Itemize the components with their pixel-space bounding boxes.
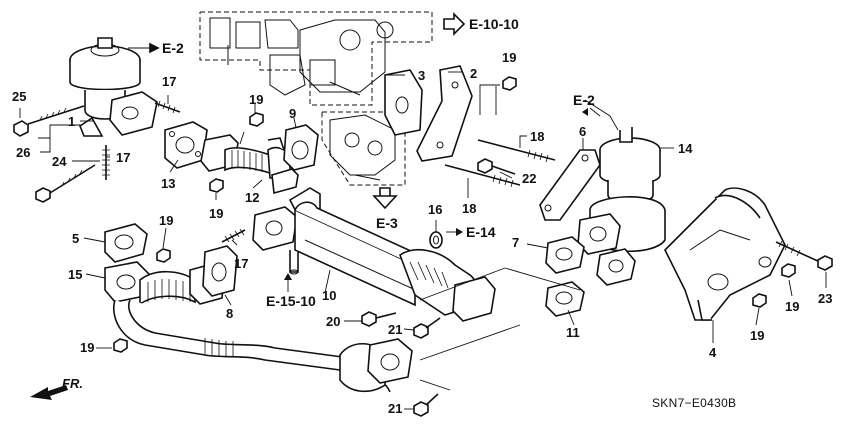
gasket-8 (202, 245, 238, 297)
callout-19-near-12: 19 (249, 92, 263, 107)
callout-12: 12 (245, 190, 259, 205)
callout-numbers: 25 1 26 24 17 17 13 19 19 9 12 3 2 19 18… (12, 50, 832, 416)
egr-cooler-10 (252, 187, 496, 322)
bracket-2 (416, 65, 473, 162)
gasket-9 (283, 124, 319, 171)
callout-17-lower: 17 (234, 256, 248, 271)
bolt-25 (13, 105, 85, 137)
callout-10: 10 (322, 288, 336, 303)
callout-17-left: 17 (116, 150, 130, 165)
callout-1: 1 (68, 114, 75, 129)
reference-labels: E-2 E-10-10 E-2 E-3 E-14 E-15-10 FR. SKN… (62, 16, 736, 410)
bolt-21-upper (413, 317, 441, 339)
callout-6: 6 (579, 124, 586, 139)
gasket-7 (545, 236, 585, 274)
gasket-16 (429, 231, 443, 249)
ref-front: FR. (62, 376, 83, 391)
callout-20: 20 (326, 314, 340, 329)
nut-19-a (249, 112, 264, 127)
bracket-4 (664, 187, 786, 321)
ref-e14: E-14 (466, 224, 496, 240)
ref-e15-10: E-15-10 (266, 293, 316, 309)
callout-16: 16 (428, 202, 442, 217)
callout-19-right: 19 (785, 299, 799, 314)
nut-19-e (502, 76, 517, 91)
callout-21-upper: 21 (388, 322, 402, 337)
ref-e2-top: E-2 (162, 40, 184, 56)
bolt-21-lower (413, 393, 439, 417)
callout-23: 23 (818, 291, 832, 306)
callout-7: 7 (512, 235, 519, 250)
callout-2: 2 (470, 66, 477, 81)
callout-25: 25 (12, 89, 26, 104)
callout-18-upper: 18 (530, 129, 544, 144)
callout-17-upper: 17 (162, 74, 176, 89)
callout-14: 14 (678, 141, 693, 156)
callout-19-right-low: 19 (750, 328, 764, 343)
nut-19-b (209, 178, 224, 193)
stud-17-upper (154, 100, 181, 114)
arrow-e2-top (149, 42, 160, 54)
callout-19-left-mid: 19 (159, 213, 173, 228)
egr-pipe-15 (104, 261, 413, 393)
nut-19-g (752, 293, 767, 308)
stud-17-lower (221, 228, 246, 243)
callout-8: 8 (226, 306, 233, 321)
bolt-22 (477, 158, 516, 175)
nut-19-f (781, 263, 796, 278)
callout-15: 15 (68, 267, 82, 282)
diagram-code: SKN7−E0430B (652, 396, 736, 410)
egr-valve-left (69, 37, 158, 137)
bolt-24 (35, 164, 96, 203)
callout-13: 13 (161, 176, 175, 191)
callout-19-bottom-left: 19 (80, 340, 94, 355)
callout-19-below-13: 19 (209, 206, 223, 221)
arrow-e15-10 (284, 273, 292, 292)
hollow-arrow-e3 (372, 187, 398, 210)
gasket-5 (104, 223, 148, 263)
stud-18-lower (444, 164, 521, 188)
callout-3: 3 (418, 68, 425, 83)
egr-valve-14 (577, 127, 666, 286)
front-arrow (30, 385, 68, 400)
bolt-23 (775, 240, 833, 271)
callout-4: 4 (709, 345, 717, 360)
callout-9: 9 (289, 106, 296, 121)
callout-11: 11 (566, 325, 580, 340)
leader-lines (19, 47, 827, 410)
callout-22: 22 (522, 171, 536, 186)
callout-19-top: 19 (502, 50, 516, 65)
ref-e2-right: E-2 (573, 92, 595, 108)
nut-19-c (156, 248, 171, 263)
ref-e10-10: E-10-10 (469, 16, 519, 32)
stud-18-upper (477, 139, 556, 163)
hollow-arrow-e10-10 (443, 12, 466, 36)
arrow-e2-right (582, 108, 588, 116)
callout-26: 26 (16, 145, 30, 160)
callout-24: 24 (52, 154, 67, 169)
callout-5: 5 (72, 231, 79, 246)
bracket-3 (384, 69, 423, 136)
callout-18-lower: 18 (462, 201, 476, 216)
bolt-20 (361, 311, 397, 327)
stud-17-left (102, 145, 110, 180)
nut-19-d (113, 338, 128, 353)
arrow-e14 (446, 228, 463, 236)
ref-e3: E-3 (376, 215, 398, 231)
gasket-11 (545, 281, 585, 317)
cylinder-head-outline (199, 11, 433, 106)
callout-21-lower: 21 (388, 401, 402, 416)
